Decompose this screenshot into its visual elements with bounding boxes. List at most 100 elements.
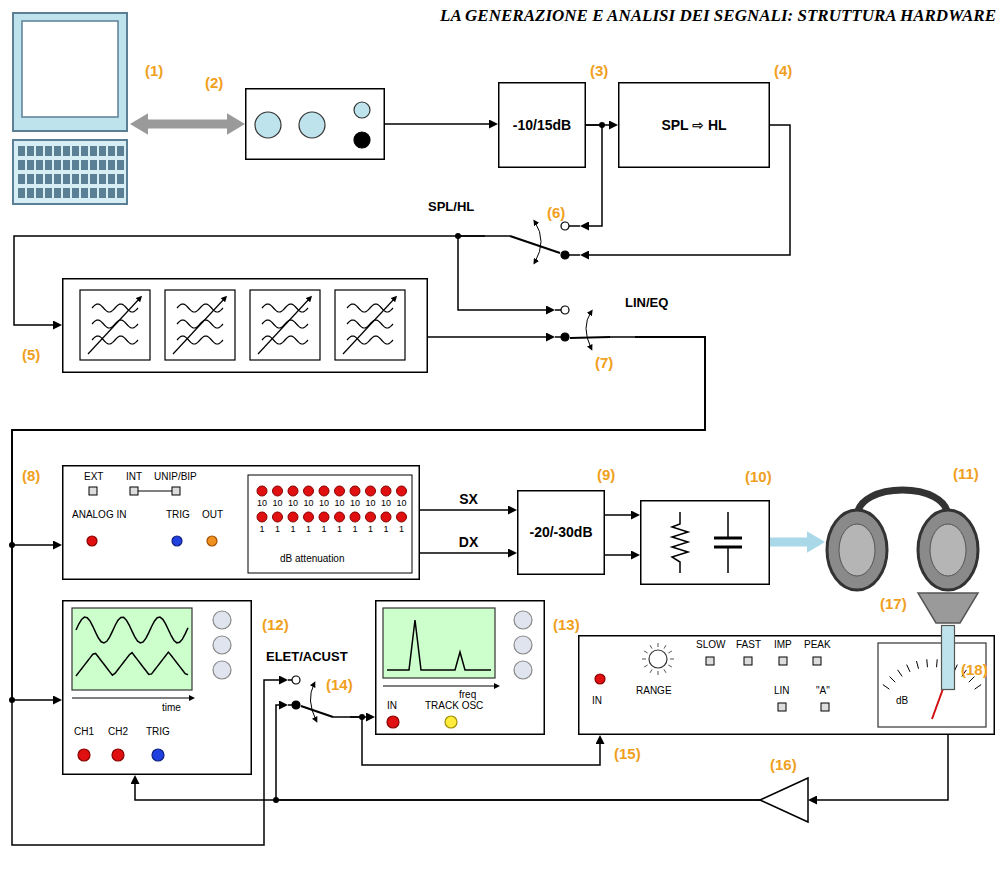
scale-label: 10 xyxy=(334,498,344,508)
box-outline xyxy=(518,491,605,575)
keyboard-key xyxy=(36,174,43,184)
weighting-button xyxy=(821,703,829,711)
panel-label: FAST xyxy=(736,639,761,651)
keyboard-key xyxy=(36,188,43,198)
attenuation-button xyxy=(335,512,345,522)
trigger-jack xyxy=(172,536,182,546)
equalizer-bank-drawing xyxy=(62,278,428,373)
switch-link xyxy=(138,491,172,492)
amplifier-symbol xyxy=(760,778,808,822)
box-outline xyxy=(579,636,995,735)
junction-dots xyxy=(9,122,605,803)
microphone-drawing xyxy=(941,625,955,690)
panel-label: UNIP/BIP xyxy=(154,471,197,483)
keyboard-key xyxy=(45,146,52,156)
callout-number: (10) xyxy=(745,468,772,485)
computer: (1) xyxy=(12,12,130,207)
keyboard-key xyxy=(72,174,79,184)
control-knob xyxy=(514,611,532,629)
callout-number: (5) xyxy=(22,346,40,363)
tracking-jack xyxy=(445,716,457,728)
signal-wire xyxy=(148,120,227,129)
signal-wire xyxy=(770,538,807,547)
meter-tick xyxy=(975,685,982,690)
attenuator-panel-drawing xyxy=(62,465,420,580)
panel-label: ANALOG IN xyxy=(72,509,126,521)
keyboard-key xyxy=(99,146,106,156)
panel-label: freq xyxy=(459,689,476,701)
meter-tick xyxy=(926,659,928,667)
time-axis xyxy=(72,697,192,698)
box-label: SPL ⇨ HL xyxy=(661,117,726,133)
gain-box: -20/-30dB(9) xyxy=(517,490,605,575)
meter-tick xyxy=(883,685,890,690)
box-outline xyxy=(641,501,770,585)
channel-jack xyxy=(112,749,124,761)
callout-number: (7) xyxy=(595,354,613,371)
keyboard-key xyxy=(27,146,34,156)
panel-label: TRIG xyxy=(166,509,190,521)
switch-contact-open xyxy=(561,306,569,314)
keyboard-key xyxy=(45,160,52,170)
signal-generator: (2) xyxy=(245,88,385,160)
amplifier-drawing xyxy=(760,778,808,822)
scale-label: 1 xyxy=(383,524,388,534)
generator-knob xyxy=(255,112,281,138)
capacitor-plate xyxy=(714,537,742,540)
filter-wave xyxy=(92,320,138,328)
box-outline xyxy=(246,89,385,160)
keyboard-key xyxy=(63,160,70,170)
meter-tick xyxy=(907,665,910,672)
box-outline xyxy=(619,83,770,168)
keyboard-key xyxy=(90,174,97,184)
callout-number: (16) xyxy=(770,756,797,773)
scale-label: 10 xyxy=(257,498,267,508)
keyboard-key xyxy=(27,188,34,198)
keyboard-key xyxy=(54,160,61,170)
panel-label: TRACK OSC xyxy=(425,700,483,712)
knob-tick xyxy=(664,669,666,672)
switch-label: LIN/EQ xyxy=(625,296,668,311)
scale-label: 10 xyxy=(396,498,406,508)
keyboard-key xyxy=(117,174,124,184)
earcup xyxy=(827,510,887,590)
mode-button xyxy=(813,657,821,665)
knob-tick xyxy=(670,659,674,660)
panel-label: OUT xyxy=(202,509,223,521)
sine-trace xyxy=(76,617,188,643)
monitor-screen xyxy=(22,21,118,117)
panel-label: RANGE xyxy=(636,685,672,697)
switch-contact-open xyxy=(292,676,300,684)
attenuation-button xyxy=(319,512,329,522)
lin-eq-switch: LIN/EQ(7) xyxy=(555,302,635,350)
mode-switch xyxy=(89,487,97,495)
attenuation-button xyxy=(397,512,407,522)
signal-label: SX xyxy=(457,491,480,507)
sound-level-meter: (15)INRANGESLOWFASTIMPPEAKLIN"A"dB xyxy=(578,635,995,735)
input-jack xyxy=(595,674,605,684)
keyboard-key xyxy=(72,188,79,198)
spl-hl-switch: SPL/HL(6) xyxy=(485,222,580,262)
connector-group xyxy=(12,124,948,845)
meter-face xyxy=(878,643,986,727)
callout-number: (17) xyxy=(880,595,907,612)
keyboard-key xyxy=(99,174,106,184)
scale-label: 1 xyxy=(352,524,357,534)
panel-label: IMP xyxy=(774,639,792,651)
scale-label: 10 xyxy=(365,498,375,508)
scale-label: 10 xyxy=(319,498,329,508)
keyboard-key xyxy=(54,188,61,198)
attenuation-button xyxy=(319,486,329,496)
scale-label: 1 xyxy=(337,524,342,534)
signal-wire xyxy=(428,336,546,338)
filter-arrow xyxy=(173,298,225,354)
mode-button xyxy=(779,657,787,665)
knob-tick xyxy=(650,669,652,672)
filter-icon xyxy=(335,290,405,360)
attenuator-panel: (8)EXTINTUNIP/BIPANALOG INTRIGOUT1010101… xyxy=(62,465,420,580)
oscilloscope-drawing xyxy=(62,600,252,775)
output-jack xyxy=(207,536,217,546)
keyboard-key xyxy=(108,174,115,184)
earcup-cushion xyxy=(930,524,966,576)
mode-switch xyxy=(172,487,180,495)
